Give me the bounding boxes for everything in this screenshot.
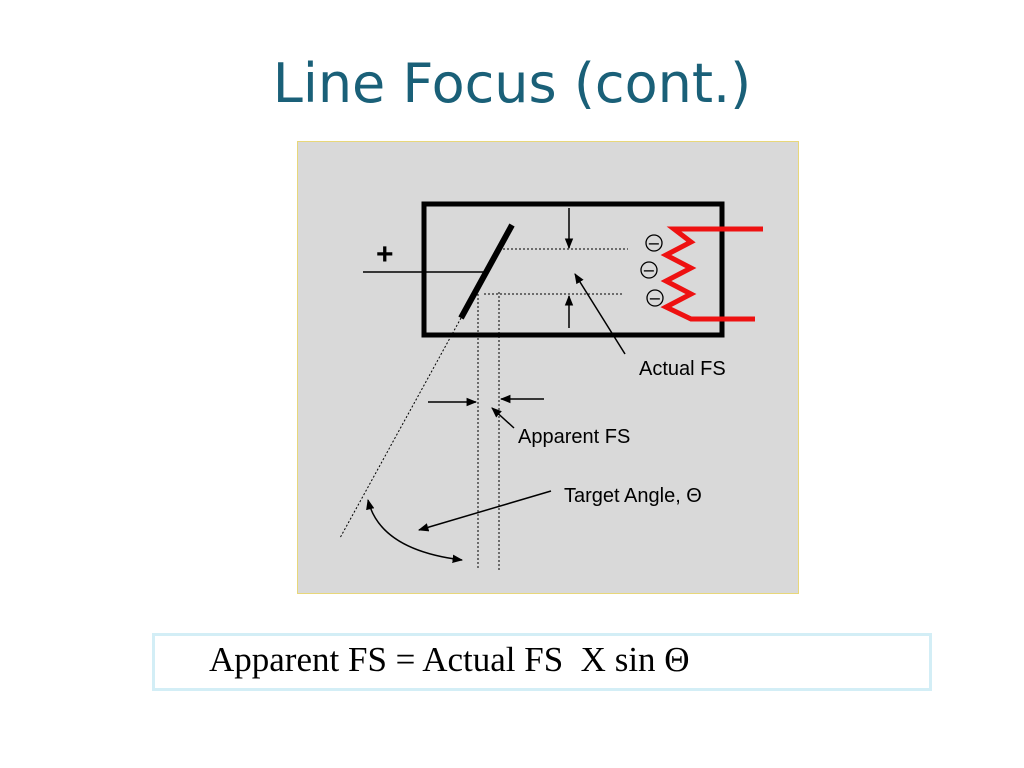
electron-icon xyxy=(640,261,658,279)
target-angle-label: Target Angle, Θ xyxy=(564,485,702,507)
actual-fs-pointer xyxy=(574,273,626,355)
tube-housing xyxy=(421,201,725,338)
cathode-filament xyxy=(660,226,763,322)
target-plane-extension xyxy=(339,317,462,539)
actual-fs-label: Actual FS xyxy=(639,358,726,380)
electron-sign: − xyxy=(647,234,660,253)
electron-sign: − xyxy=(648,289,661,308)
formula-box: Apparent FS = Actual FS X sin Θ xyxy=(152,633,932,691)
apparent-fs-pointer xyxy=(491,407,515,429)
formula-text: Apparent FS = Actual FS X sin Θ xyxy=(209,640,690,679)
anode-sign: + xyxy=(376,238,394,271)
electron-sign: − xyxy=(642,261,655,280)
line-focus-diagram: + − − − Actual FS Apparent FS xyxy=(339,201,763,570)
diagram-panel: + − − − Actual FS Apparent FS xyxy=(297,141,799,594)
target-angle-arc xyxy=(366,498,464,564)
anode-target xyxy=(458,223,515,320)
electron-icon xyxy=(645,234,663,252)
apparent-fs-label: Apparent FS xyxy=(518,426,630,448)
target-angle-pointer xyxy=(417,490,552,532)
slide-title: Line Focus (cont.) xyxy=(272,52,752,115)
electron-icon xyxy=(646,289,664,307)
